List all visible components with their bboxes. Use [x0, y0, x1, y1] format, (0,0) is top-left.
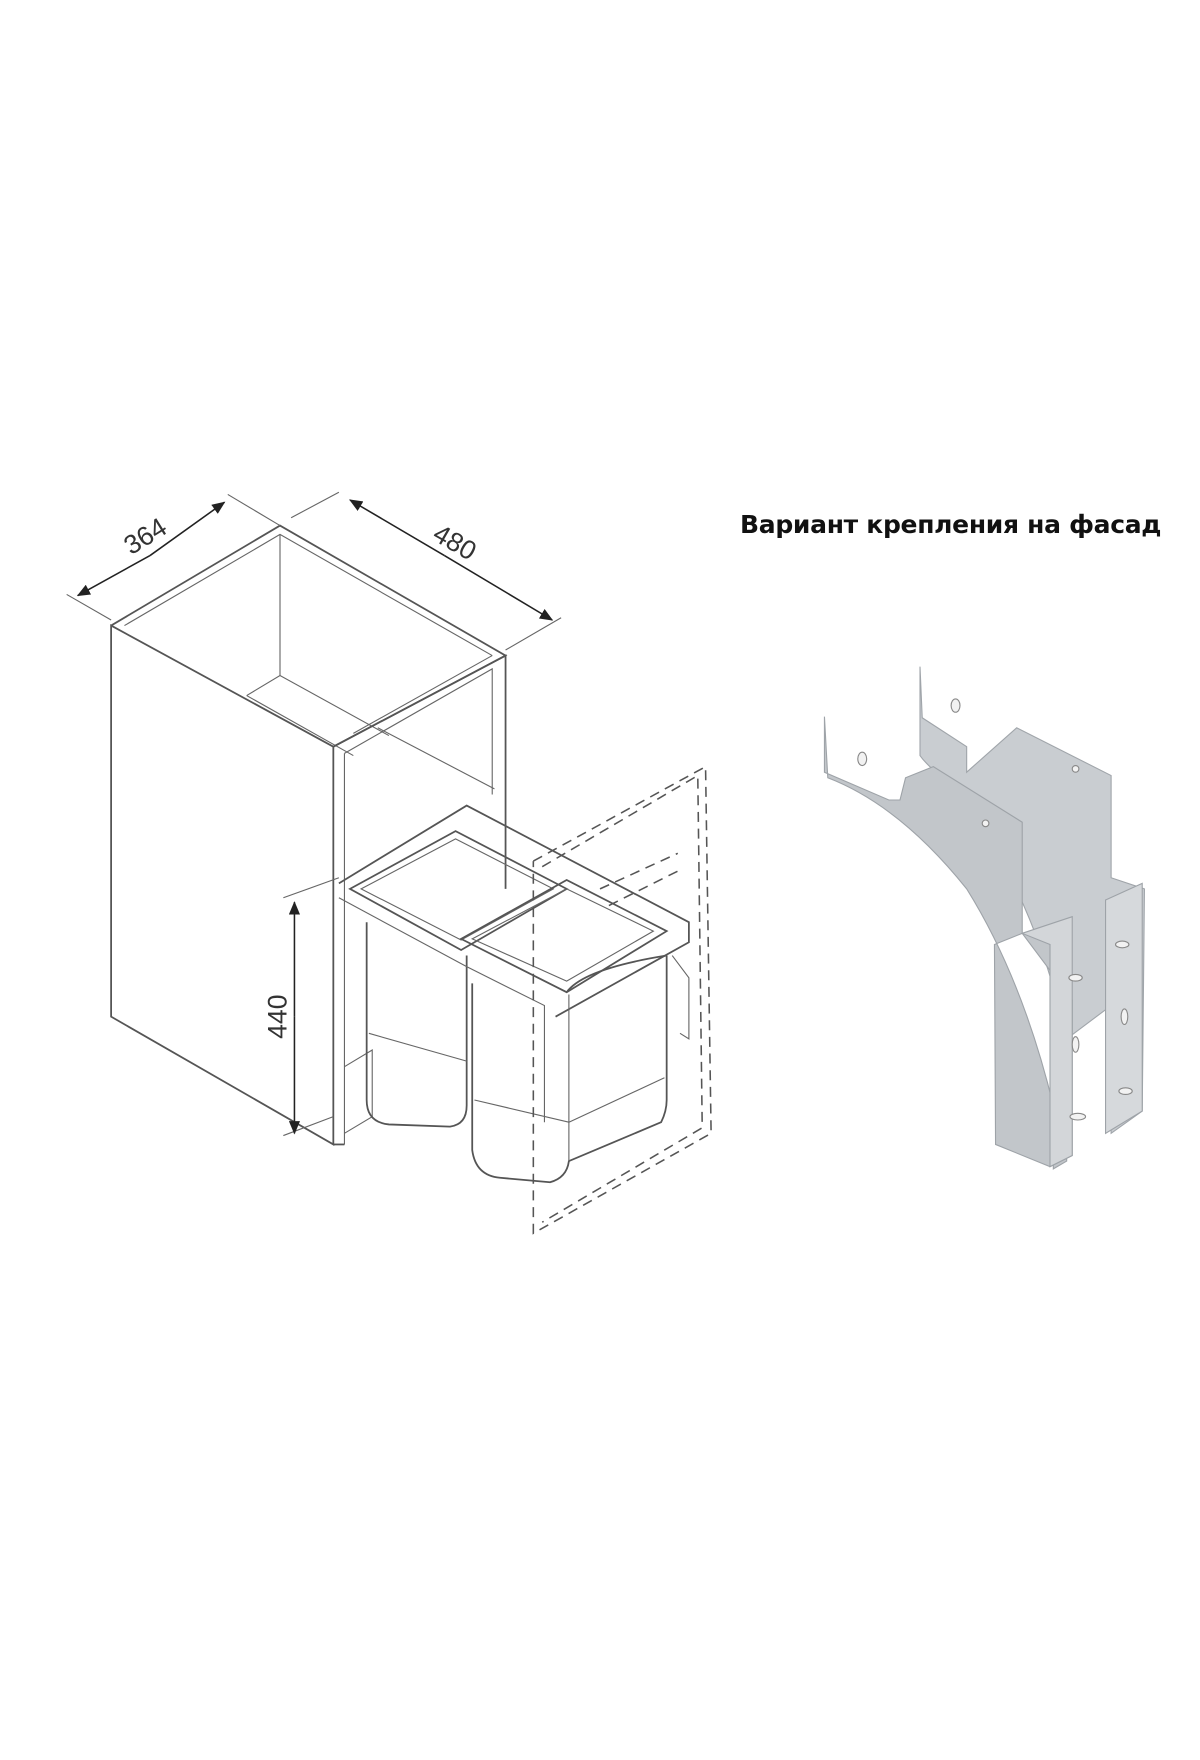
mounting-option-caption: Вариант крепления на фасад	[740, 510, 1162, 539]
front-panel-outline	[532, 765, 712, 1235]
dimension-height: 440	[263, 877, 340, 1137]
depth-value: 364	[118, 512, 172, 561]
bracket-front	[823, 716, 1073, 1170]
waste-bin-unit	[338, 804, 690, 1184]
cabinet	[110, 524, 508, 1146]
dimension-depth: 364	[66, 493, 281, 621]
width-value: 480	[428, 518, 482, 566]
dimension-width: 480	[290, 491, 562, 651]
height-value: 440	[263, 994, 293, 1038]
front-mounting-brackets	[823, 666, 1146, 1170]
